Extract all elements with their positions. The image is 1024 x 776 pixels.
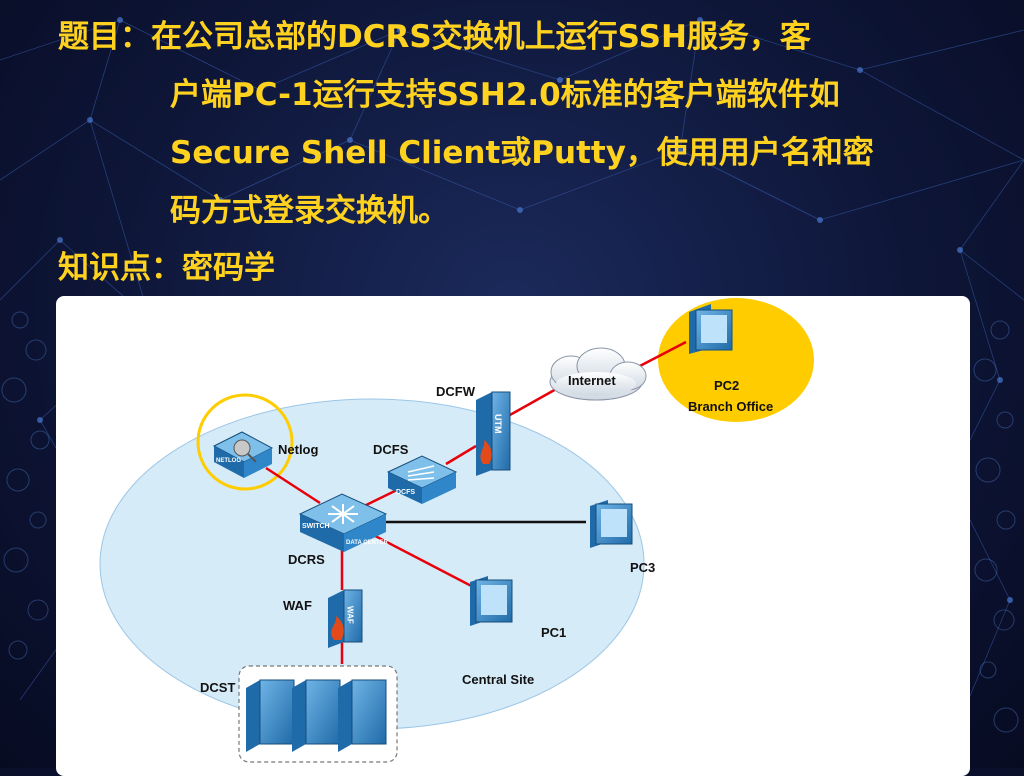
question-line-4: 码方式登录交换机。 bbox=[170, 193, 449, 229]
server-rack-icon bbox=[246, 679, 387, 752]
internet-label: Internet bbox=[568, 373, 616, 388]
pc3-label: PC3 bbox=[630, 560, 655, 575]
link-dcfs-dcfw bbox=[445, 444, 477, 466]
dcfw-label: DCFW bbox=[436, 384, 476, 399]
netlog-device-icon: NETLOG bbox=[212, 431, 274, 478]
question-line-1: 题目：在公司总部的DCRS交换机上运行SSH服务，客 bbox=[58, 19, 811, 55]
knowledge-value: 密码学 bbox=[182, 250, 275, 286]
utm-icon-text: UTM bbox=[493, 414, 503, 434]
link-internet-pc2 bbox=[635, 340, 687, 370]
pc3-computer-icon bbox=[590, 500, 633, 548]
cloud-icon bbox=[549, 347, 647, 401]
pc1-computer-icon bbox=[470, 576, 513, 626]
waf-icon-text: WAF bbox=[346, 606, 355, 624]
waf-label: WAF bbox=[283, 598, 312, 613]
question-label: 题目： bbox=[58, 19, 151, 55]
switch-icon-text: SWITCH bbox=[302, 523, 330, 530]
dcrs-label: DCRS bbox=[288, 552, 325, 567]
branch-office-label: Branch Office bbox=[688, 399, 773, 414]
link-dcrs-netlog bbox=[265, 466, 321, 505]
pc1-label: PC1 bbox=[541, 625, 566, 640]
netlog-icon-text: NETLOG bbox=[216, 458, 241, 464]
datacenter-icon-text: DATA CENTER bbox=[346, 540, 389, 546]
dcfs-device-icon: DCFS bbox=[386, 455, 458, 504]
question-line-3: Secure Shell Client或Putty，使用用户名和密 bbox=[170, 135, 874, 171]
question-block: 题目：在公司总部的DCRS交换机上运行SSH服务，客 户端PC-1运行支持SSH… bbox=[58, 8, 988, 240]
switch-icon: SWITCH DATA CENTER bbox=[298, 493, 389, 552]
dcst-label: DCST bbox=[200, 680, 235, 695]
waf-firewall-icon: WAF bbox=[328, 589, 363, 648]
netlog-label: Netlog bbox=[278, 442, 319, 457]
pc2-label: PC2 bbox=[714, 378, 739, 393]
knowledge-point: 知识点：密码学 bbox=[58, 239, 275, 297]
diagram-panel: Internet PC2 Branch Office UTM DCFW NETL… bbox=[56, 296, 970, 776]
question-line-2: 户端PC-1运行支持SSH2.0标准的客户端软件如 bbox=[170, 77, 840, 113]
central-site-label: Central Site bbox=[462, 672, 534, 687]
firewall-icon: UTM bbox=[476, 391, 511, 476]
pc2-computer-icon bbox=[689, 304, 733, 354]
dcfs-icon-text: DCFS bbox=[396, 489, 415, 496]
network-topology-diagram: Internet PC2 Branch Office UTM DCFW NETL… bbox=[99, 298, 814, 763]
netlog-highlight-ring bbox=[196, 393, 294, 491]
link-dcrs-pc1 bbox=[355, 524, 482, 593]
dcfs-label: DCFS bbox=[373, 442, 409, 457]
knowledge-label: 知识点： bbox=[58, 250, 182, 286]
